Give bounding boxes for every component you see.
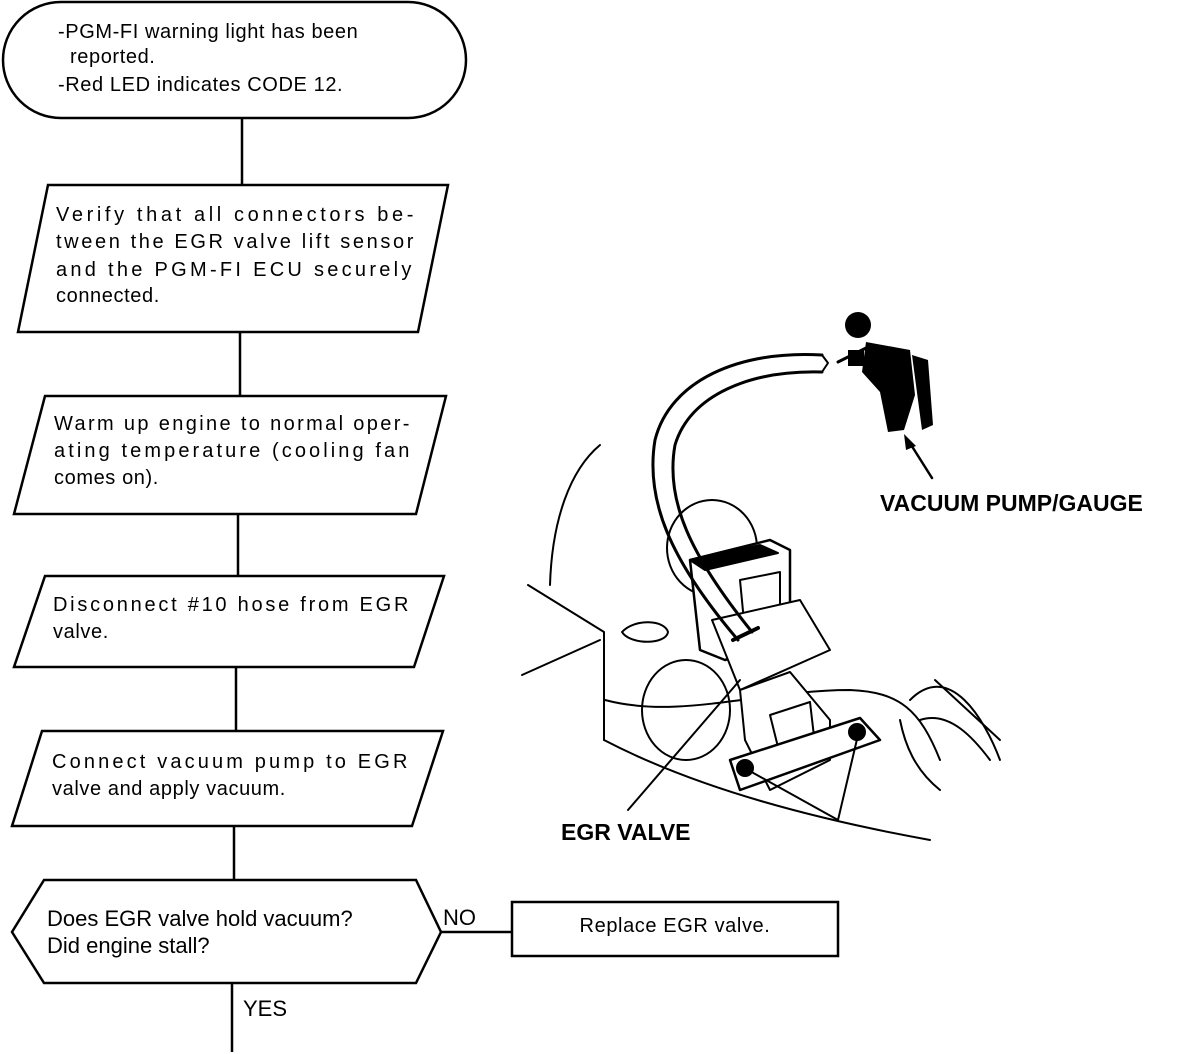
decision-line-2: Did engine stall? xyxy=(47,933,210,958)
decision-hold-vacuum-shape xyxy=(10,878,443,985)
step4-line-1: Connect vacuum pump to EGR xyxy=(52,751,408,773)
engine-right-detail-2 xyxy=(919,717,991,761)
decision-hold-vacuum: Does EGR valve hold vacuum? Did engine s… xyxy=(10,878,476,1021)
start-line-3: -Red LED indicates CODE 12. xyxy=(58,74,343,96)
step-warm-up-engine-shape xyxy=(12,394,448,516)
vacuum-pump-handle xyxy=(912,355,933,430)
step-disconnect-hose-shape xyxy=(12,574,446,669)
manifold-curve-outer xyxy=(604,689,941,761)
step2-line-1: Warm up engine to normal oper- xyxy=(54,413,410,435)
start-terminator: -PGM-FI warning light has been reported.… xyxy=(1,0,468,120)
egr-valve-label: EGR VALVE xyxy=(561,819,691,845)
vacuum-pump-body xyxy=(862,342,915,432)
step2-line-2: ating temperature (cooling fan xyxy=(54,440,410,462)
decision-line-1: Does EGR valve hold vacuum? xyxy=(47,906,353,931)
action-replace-egr-valve-label: Replace EGR valve. xyxy=(580,915,771,937)
mounting-ring xyxy=(621,621,669,643)
manifold-curve-right xyxy=(899,719,941,791)
engine-boss-lower xyxy=(641,659,731,761)
step2-line-3: comes on). xyxy=(54,467,159,489)
egr-flange-bolt-left xyxy=(736,759,754,777)
egr-valve-diaphragm xyxy=(711,599,831,691)
vacuum-gauge-dial xyxy=(845,312,871,338)
step1-line-2: tween the EGR valve lift sensor xyxy=(56,231,414,253)
start-line-2: reported. xyxy=(70,46,155,68)
vacuum-pump-gauge-label: VACUUM PUMP/GAUGE xyxy=(880,490,1143,516)
action-replace-egr-valve: Replace EGR valve. xyxy=(510,900,840,958)
decision-yes-label: YES xyxy=(243,996,287,1021)
start-line-1: -PGM-FI warning light has been xyxy=(58,21,358,43)
flow-connectors xyxy=(230,118,512,1052)
engine-housing-left-edge xyxy=(527,584,605,741)
engine-right-edge xyxy=(934,679,1001,741)
step3-line-1: Disconnect #10 hose from EGR xyxy=(53,594,409,616)
vacuum-pump-nozzle xyxy=(836,346,868,364)
egr-bolt-leader-left xyxy=(747,769,839,821)
egr-valve-cap-top xyxy=(689,544,779,571)
step-connect-vacuum-pump-shape xyxy=(10,729,445,828)
vacuum-hose-outer xyxy=(651,352,824,642)
start-terminator-shape xyxy=(1,0,468,120)
egr-bolt-leader-right xyxy=(837,734,859,821)
step1-line-4: connected. xyxy=(56,285,160,307)
step-verify-connectors-shape xyxy=(16,183,450,334)
step1-line-1: Verify that all connectors be- xyxy=(56,204,414,226)
engine-right-detail xyxy=(909,685,1001,761)
engine-housing-ledge xyxy=(521,639,601,676)
step-disconnect-hose: Disconnect #10 hose from EGR valve. xyxy=(12,574,446,669)
vacuum-hose-end xyxy=(821,354,829,373)
step-warm-up-engine: Warm up engine to normal oper- ating tem… xyxy=(12,394,448,516)
engine-housing-lower-curve xyxy=(603,739,931,841)
step4-line-2: valve and apply vacuum. xyxy=(52,778,286,800)
egr-valve-flange xyxy=(728,716,882,792)
vacuum-hose-inner xyxy=(671,370,824,634)
vacuum-hose-fitting xyxy=(731,626,760,642)
engine-housing-outline xyxy=(549,444,601,586)
egr-valve-illustration xyxy=(521,312,1001,841)
step-connect-vacuum-pump: Connect vacuum pump to EGR valve and app… xyxy=(10,729,445,828)
egr-valve-leader xyxy=(627,679,741,811)
step3-line-2: valve. xyxy=(53,621,109,643)
action-replace-egr-valve-shape xyxy=(510,900,840,958)
vacuum-pump-leader-arrow xyxy=(904,434,916,450)
step-verify-connectors: Verify that all connectors be- tween the… xyxy=(16,183,450,334)
decision-no-label: NO xyxy=(443,905,476,930)
